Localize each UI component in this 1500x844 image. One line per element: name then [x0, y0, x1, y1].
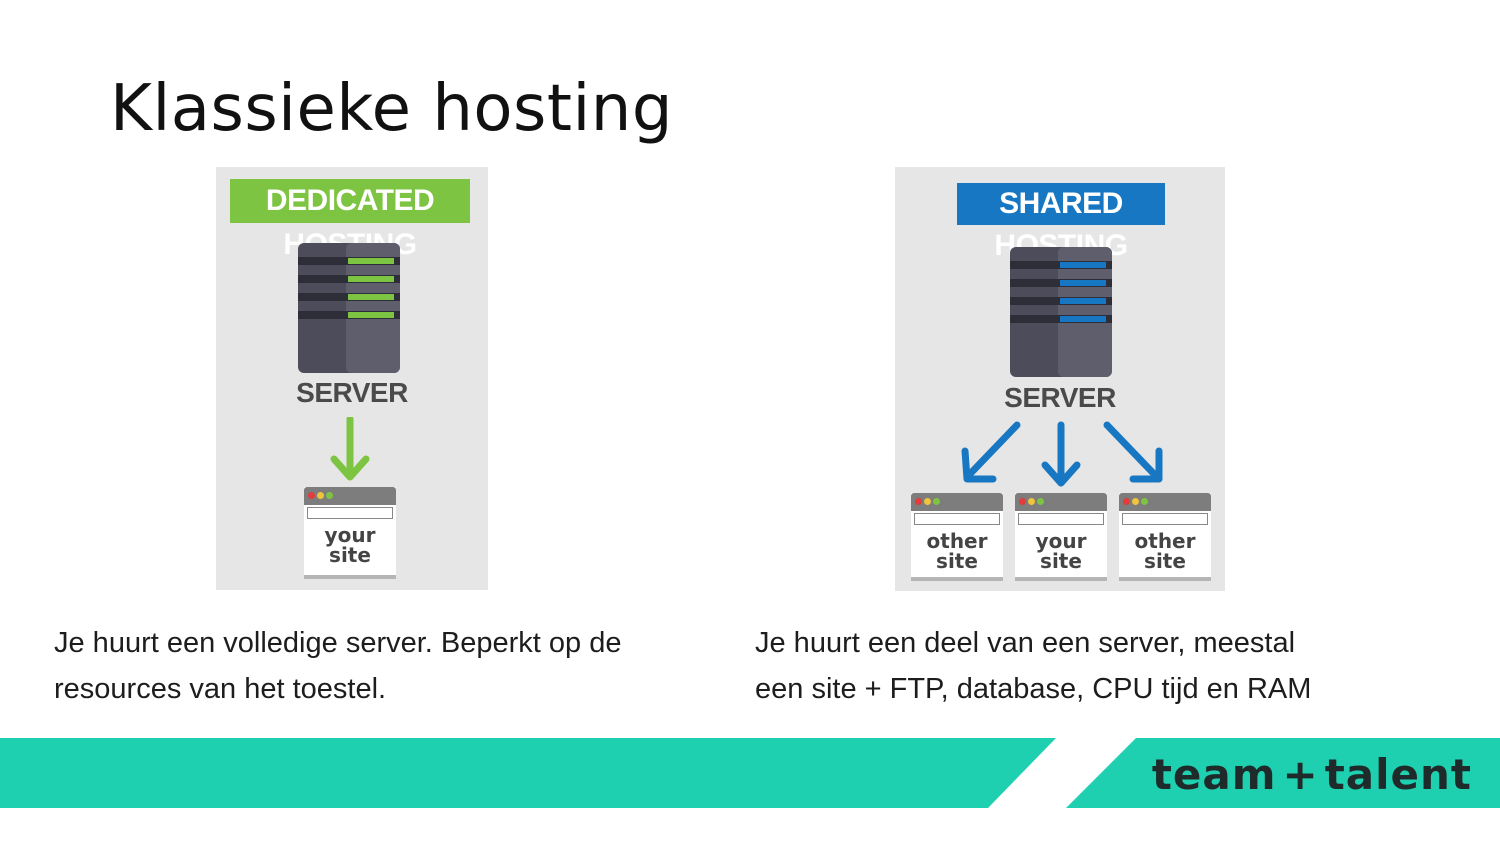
other-site-card: other site: [911, 493, 1003, 581]
address-bar: [914, 513, 1000, 525]
browser-bar: [304, 487, 396, 505]
server-label: SERVER: [296, 377, 408, 408]
shared-caption: Je huurt een deel van een server, meesta…: [755, 627, 1312, 705]
dedicated-hosting-illustration: DEDICATED HOSTING SERVER your site: [216, 167, 488, 590]
shared-hosting-tag: SHARED HOSTING: [957, 183, 1165, 262]
shared-hosting-illustration: SHARED HOSTING SERVER other: [895, 167, 1225, 591]
site-label: your site: [324, 523, 376, 567]
slide-title: Klassieke hosting: [110, 72, 673, 146]
arrows-branch-icon: [961, 421, 1163, 487]
browser-bar: [1015, 493, 1107, 511]
site-label: other site: [926, 529, 988, 573]
browser-bar: [1119, 493, 1211, 511]
browser-bar: [911, 493, 1003, 511]
your-site-card: your site: [304, 487, 396, 579]
address-bar: [1122, 513, 1208, 525]
server-label: SERVER: [1004, 382, 1116, 413]
site-label: your site: [1035, 529, 1087, 573]
other-site-card: other site: [1119, 493, 1211, 581]
your-site-card: your site: [1015, 493, 1107, 581]
dedicated-hosting-tag: DEDICATED HOSTING: [230, 179, 470, 261]
site-label: other site: [1134, 529, 1196, 573]
server-icon: [1010, 247, 1112, 377]
address-bar: [1018, 513, 1104, 525]
dedicated-caption: Je huurt een volledige server. Beperkt o…: [54, 627, 622, 705]
team-talent-logo: team+talent: [1151, 750, 1472, 799]
server-icon: [298, 243, 400, 373]
address-bar: [307, 507, 393, 519]
arrow-down-icon: [330, 417, 370, 481]
footer-band: [0, 738, 1500, 808]
